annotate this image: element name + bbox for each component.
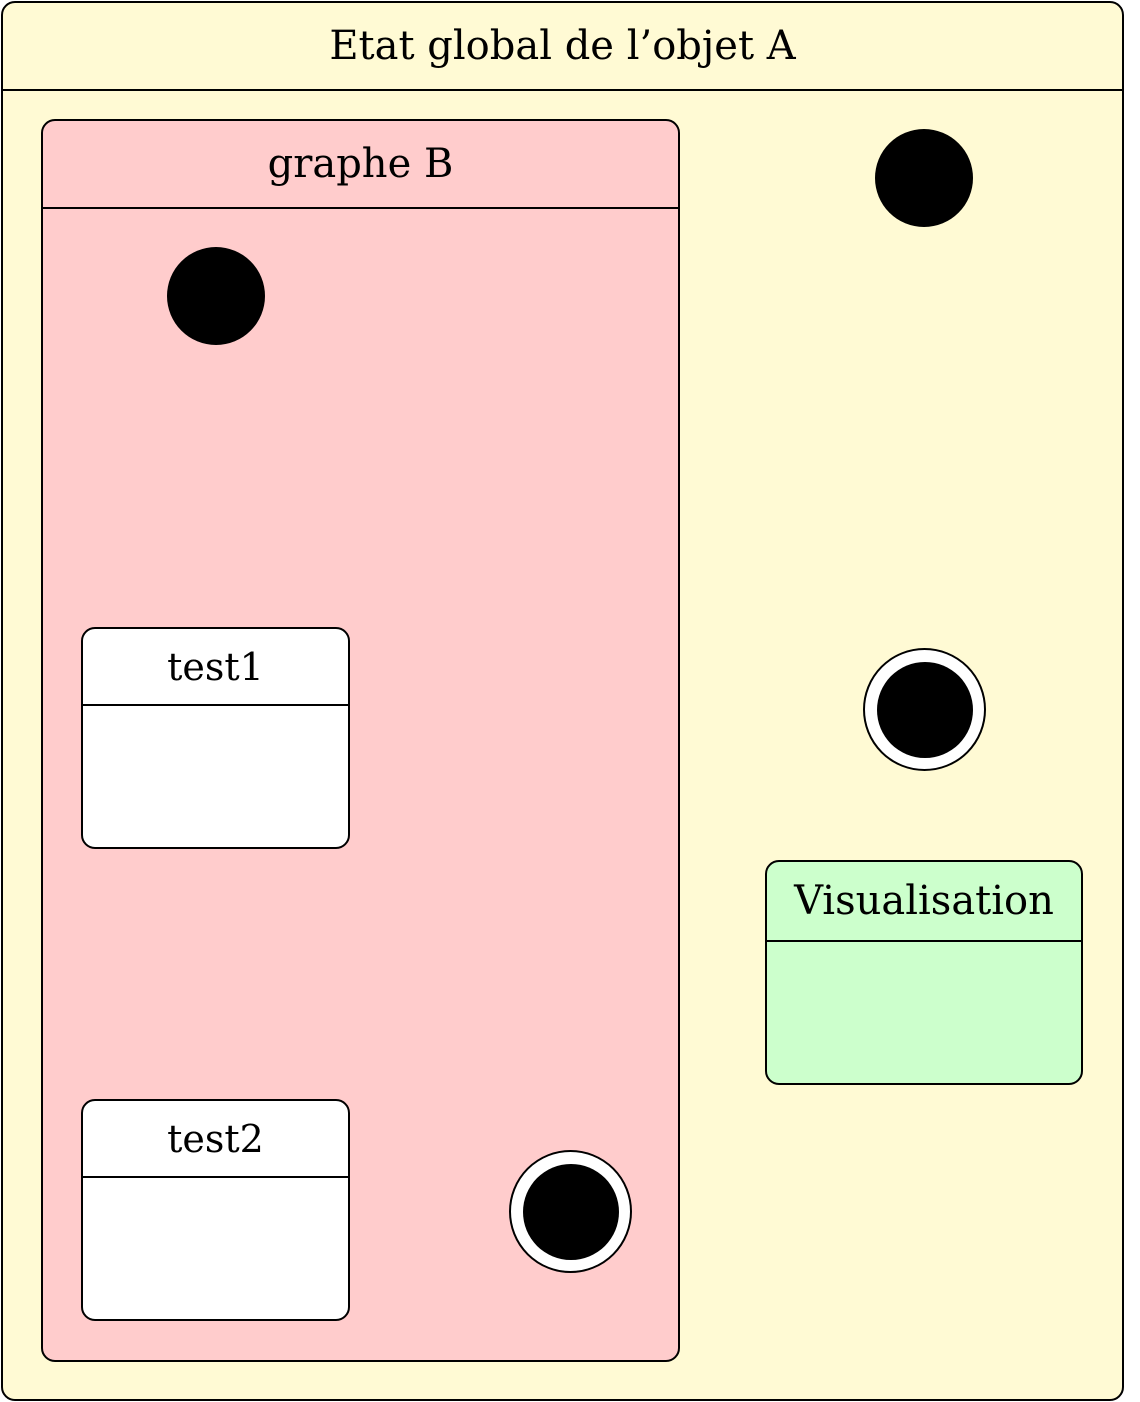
initial-state-a-icon: [875, 129, 973, 227]
state-test2: test2: [81, 1099, 350, 1321]
state-test1: test1: [81, 627, 350, 849]
final-state-b-icon: [509, 1150, 632, 1273]
visualisation-title: Visualisation: [767, 862, 1081, 942]
graphe-b-title: graphe B: [43, 121, 678, 209]
state-a-title: Etat global de l’objet A: [3, 3, 1122, 91]
test1-title: test1: [83, 629, 348, 706]
state-visualisation: Visualisation: [765, 860, 1083, 1085]
initial-state-b-icon: [167, 247, 265, 345]
test2-title: test2: [83, 1101, 348, 1178]
final-state-a-icon: [863, 648, 986, 771]
